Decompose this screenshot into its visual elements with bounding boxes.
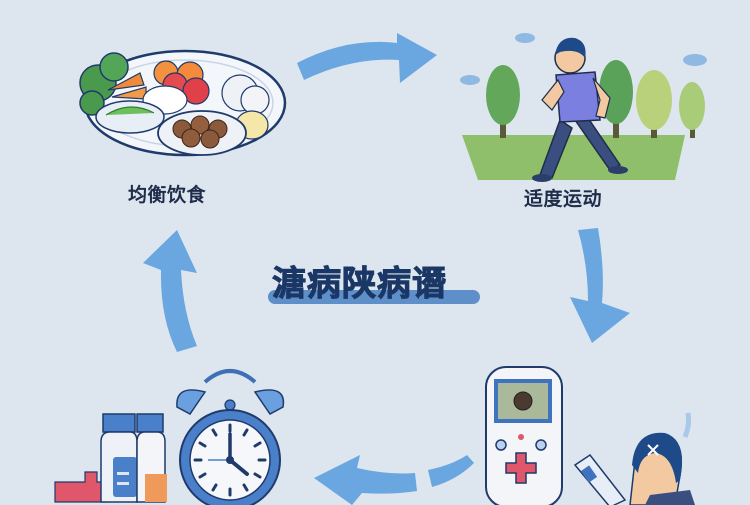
- title-text: 溏病陕病谮: [272, 264, 447, 305]
- arrow-up-icon: [143, 230, 197, 352]
- diet-label: 均衡饮食: [128, 184, 207, 206]
- food-plate-icon: [79, 49, 287, 157]
- medicine-clock-icon: [54, 369, 285, 505]
- walking-man-icon: [460, 33, 707, 182]
- glucose-meter-icon: [485, 366, 695, 505]
- arrow-left-icon: [314, 455, 474, 505]
- title-underline: [268, 290, 480, 304]
- center-title: 溏病陕病谮: [268, 252, 488, 312]
- arrow-right-icon: [297, 33, 437, 83]
- arrow-down-icon: [570, 228, 630, 343]
- exercise-label: 适度运动: [524, 188, 603, 210]
